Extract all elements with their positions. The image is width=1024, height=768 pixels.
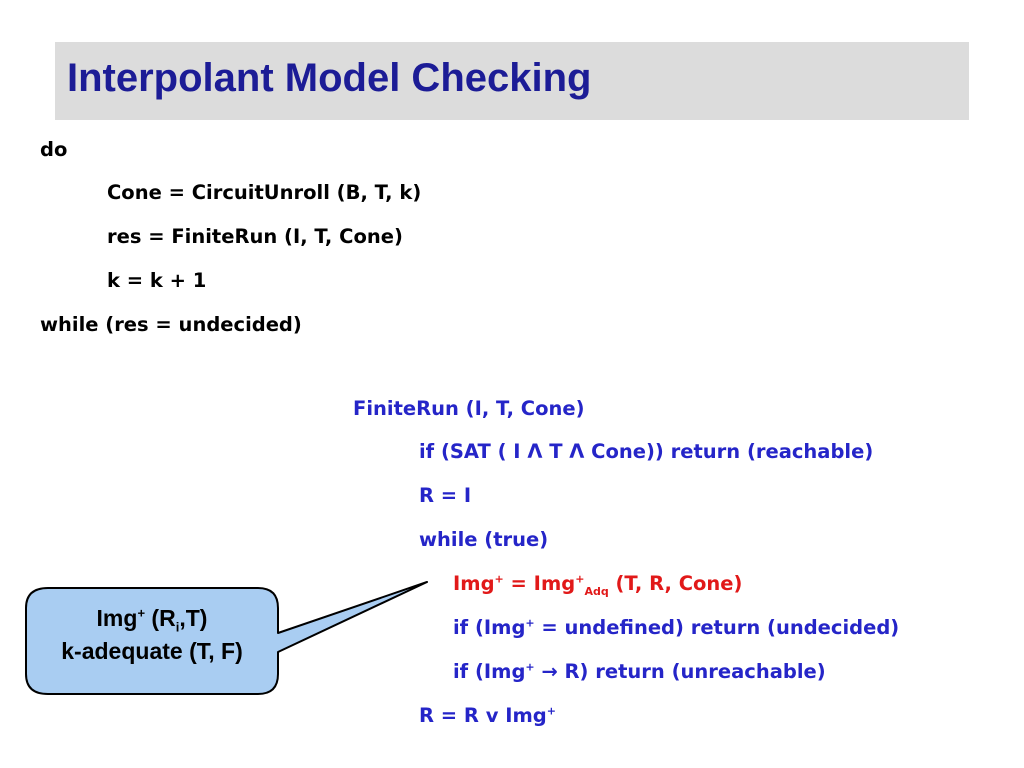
outer-cone-line: Cone = CircuitUnroll (B, T, k) (107, 181, 422, 204)
if-undef-pre: if (Img (453, 616, 526, 639)
finiterun-if-undefined: if (Img+ = undefined) return (undecided) (453, 616, 899, 640)
finiterun-if-sat: if (SAT ( I Λ T Λ Cone)) return (reachab… (419, 440, 874, 463)
finiterun-img-line: Img+ = Img+Adq (T, R, Cone) (453, 572, 743, 598)
if-undef-sup: + (525, 616, 535, 630)
img-rhs-sub: Adq (584, 584, 609, 598)
outer-res-line: res = FiniteRun (I, T, Cone) (107, 225, 403, 248)
callout-img: Img (96, 605, 138, 631)
if-undef-post: = undefined) return (undecided) (534, 616, 900, 639)
finiterun-header: FiniteRun (I, T, Cone) (353, 397, 585, 420)
if-impl-pre: if (Img (453, 660, 526, 683)
if-impl-post: R) return (unreachable) (564, 660, 826, 683)
img-rhs-sup: + (575, 572, 585, 586)
outer-while-line: while (res = undecided) (40, 313, 302, 336)
outer-do: do (40, 138, 68, 161)
r-update-pre: R = R v Img (419, 704, 547, 727)
implies-arrow-icon: → (534, 660, 565, 683)
finiterun-r-init: R = I (419, 484, 472, 507)
callout-img-sup: + (137, 605, 146, 621)
callout-text: Img+ (Ri,T) k-adequate (T, F) (28, 602, 276, 668)
callout-line-2: k-adequate (T, F) (61, 638, 243, 664)
callout-line-1: Img+ (Ri,T) (28, 602, 276, 635)
if-impl-sup: + (525, 660, 535, 674)
img-lhs: Img (453, 572, 495, 595)
img-eq: = Img (503, 572, 576, 595)
img-args: (T, R, Cone) (608, 572, 743, 595)
title-bar: Interpolant Model Checking (55, 42, 969, 120)
callout-t: ,T) (179, 605, 208, 631)
callout-r: (R (145, 605, 176, 631)
outer-k-line: k = k + 1 (107, 269, 207, 292)
finiterun-if-implies: if (Img+ → R) return (unreachable) (453, 660, 826, 684)
slide-title: Interpolant Model Checking (67, 56, 592, 100)
finiterun-while-true: while (true) (419, 528, 549, 551)
img-lhs-sup: + (494, 572, 504, 586)
callout-r-sub: i (175, 619, 180, 635)
callout-shape (25, 581, 428, 695)
finiterun-r-update: R = R v Img+ (419, 704, 556, 728)
r-update-sup: + (546, 704, 556, 718)
